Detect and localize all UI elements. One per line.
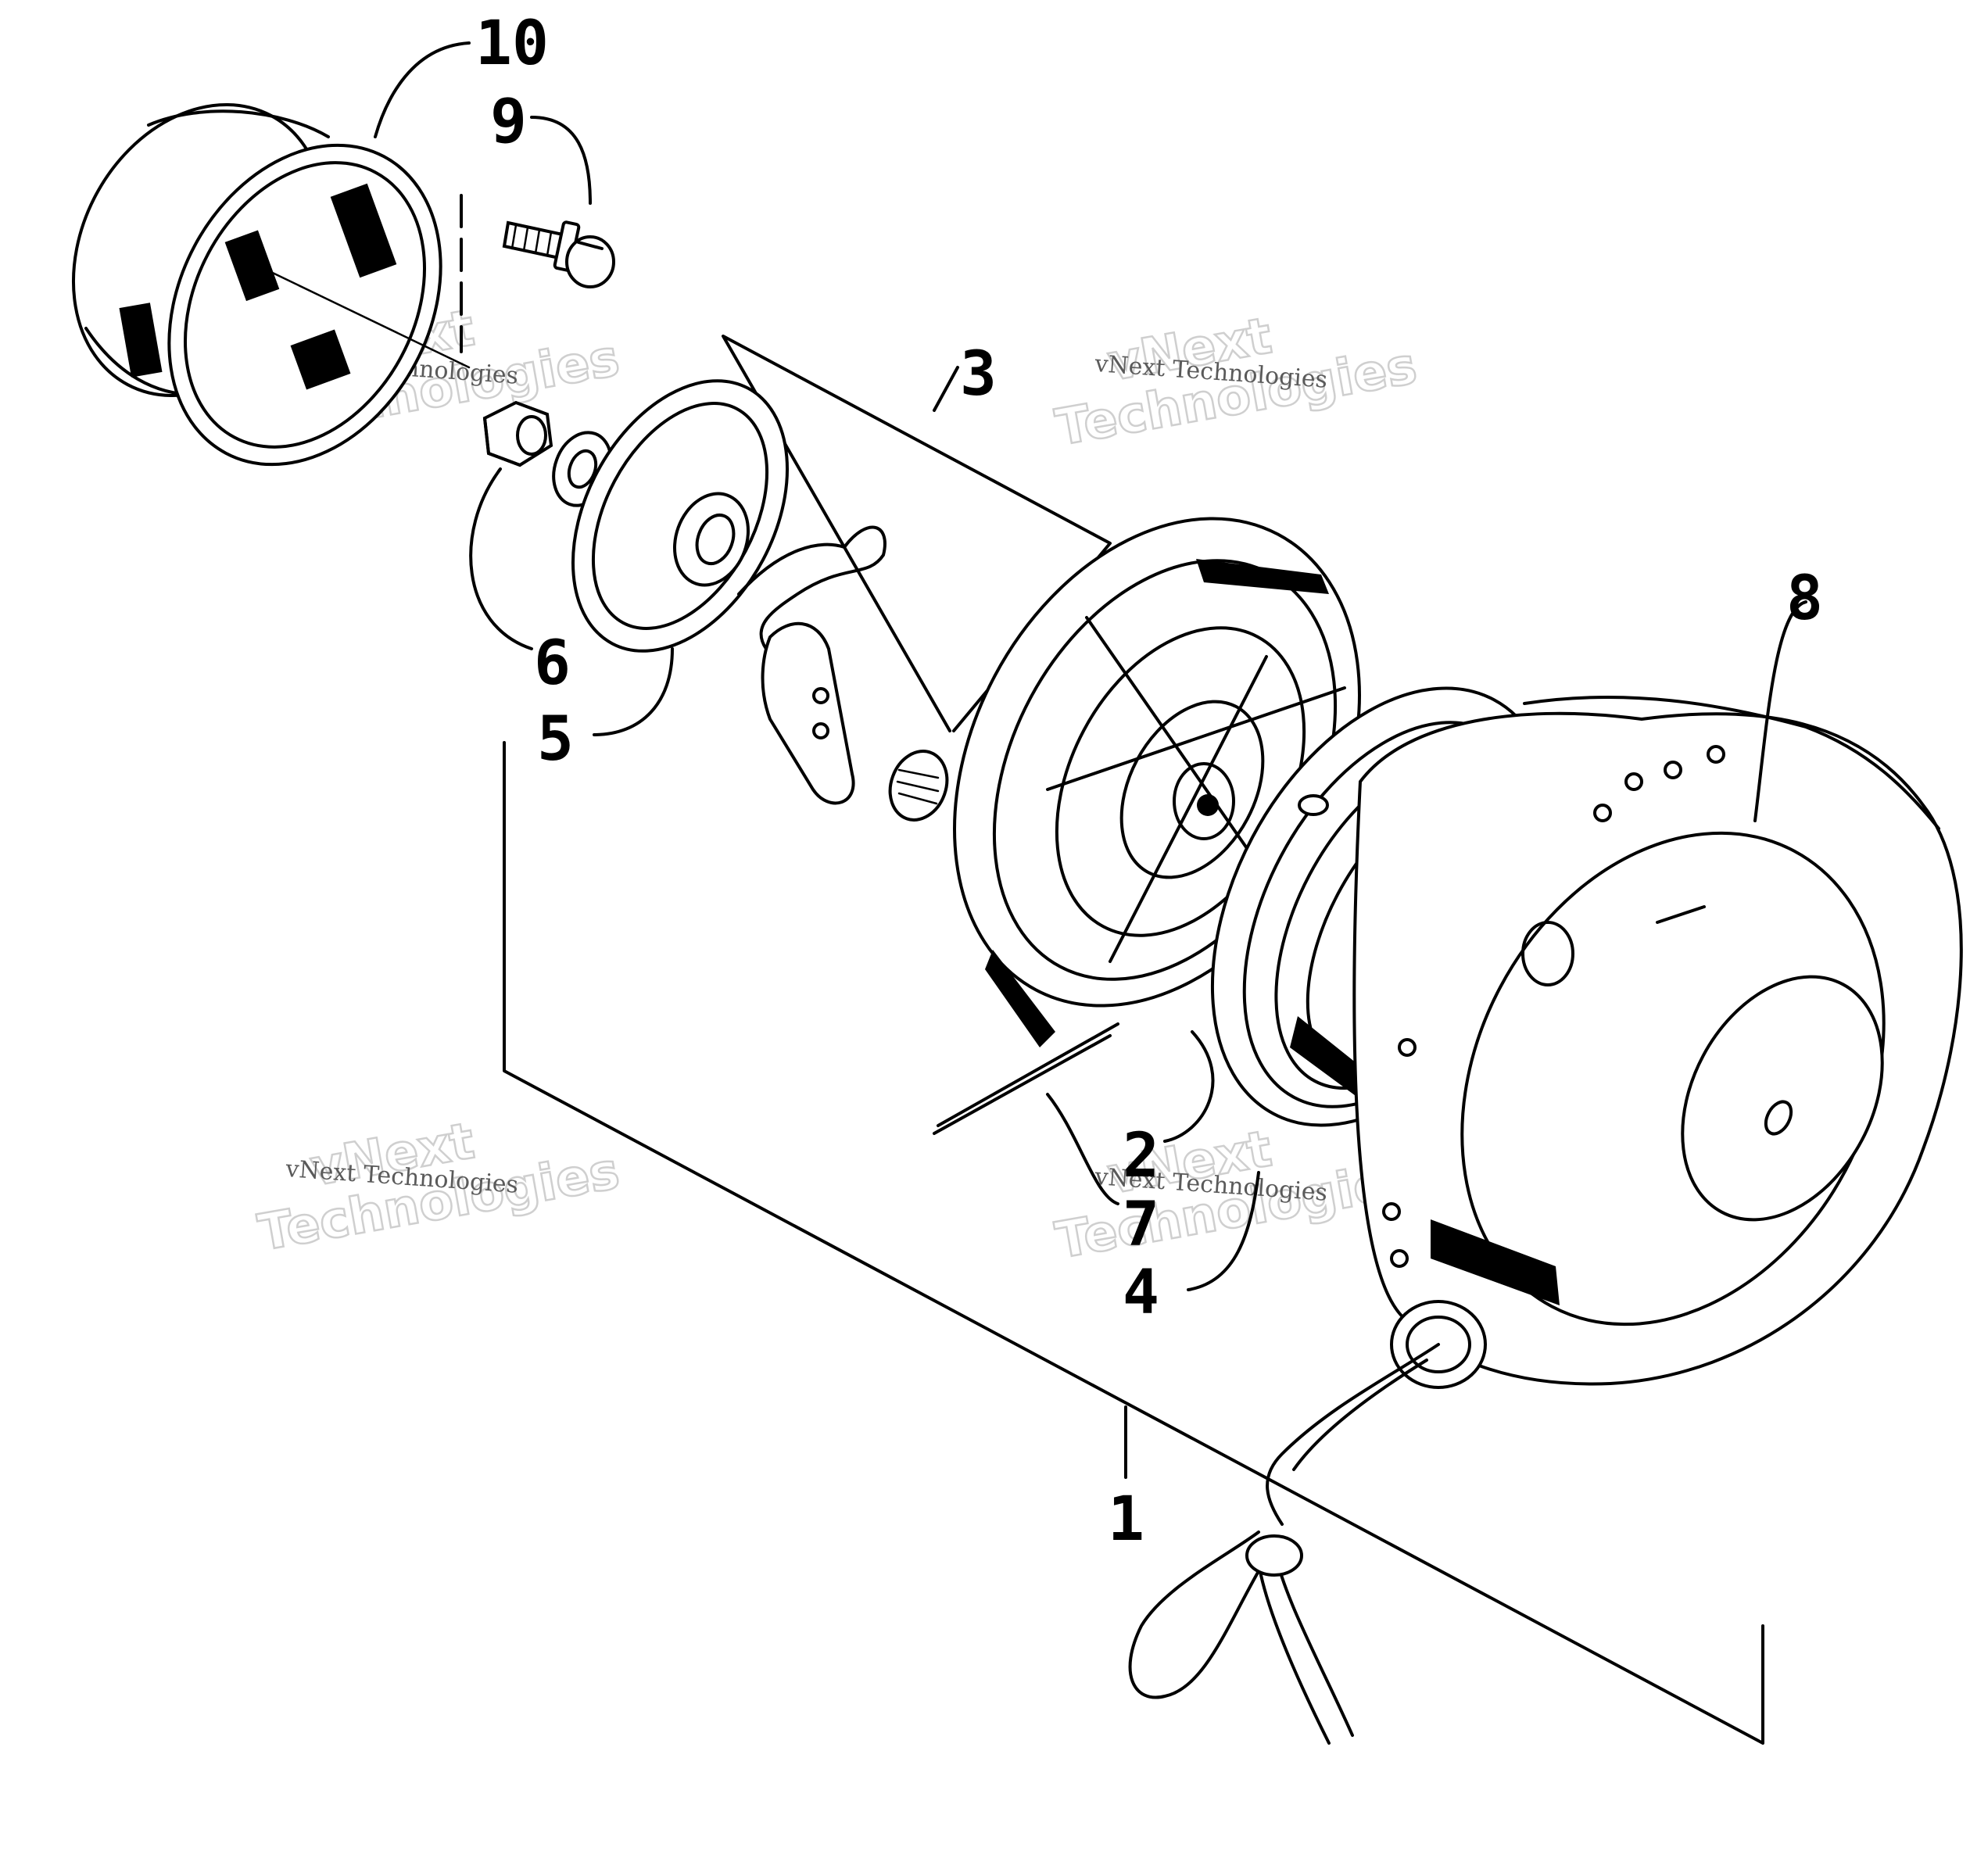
callout-5: 5 [537,704,574,775]
callout-1: 1 [1108,1484,1144,1555]
callout-2: 2 [1123,1121,1159,1191]
callout-9: 9 [490,87,527,157]
starter-rope-loop [1128,1531,1354,1745]
leader-lines [374,41,1807,1291]
callout-10: 10 [475,9,549,79]
part-6-nut [482,400,553,467]
callout-3: 3 [960,339,997,410]
callout-7: 7 [1123,1190,1159,1260]
part-10-starter-cup [71,102,471,467]
part-3-friction-plate [571,379,949,822]
callout-6: 6 [534,628,571,699]
callout-labels: 10 9 3 8 6 5 2 7 4 1 [475,9,1823,1555]
callout-8: 8 [1786,564,1823,634]
callout-4: 4 [1123,1258,1159,1328]
part-9-bolt [502,220,615,288]
part-1-starter-housing [1266,695,1963,1526]
